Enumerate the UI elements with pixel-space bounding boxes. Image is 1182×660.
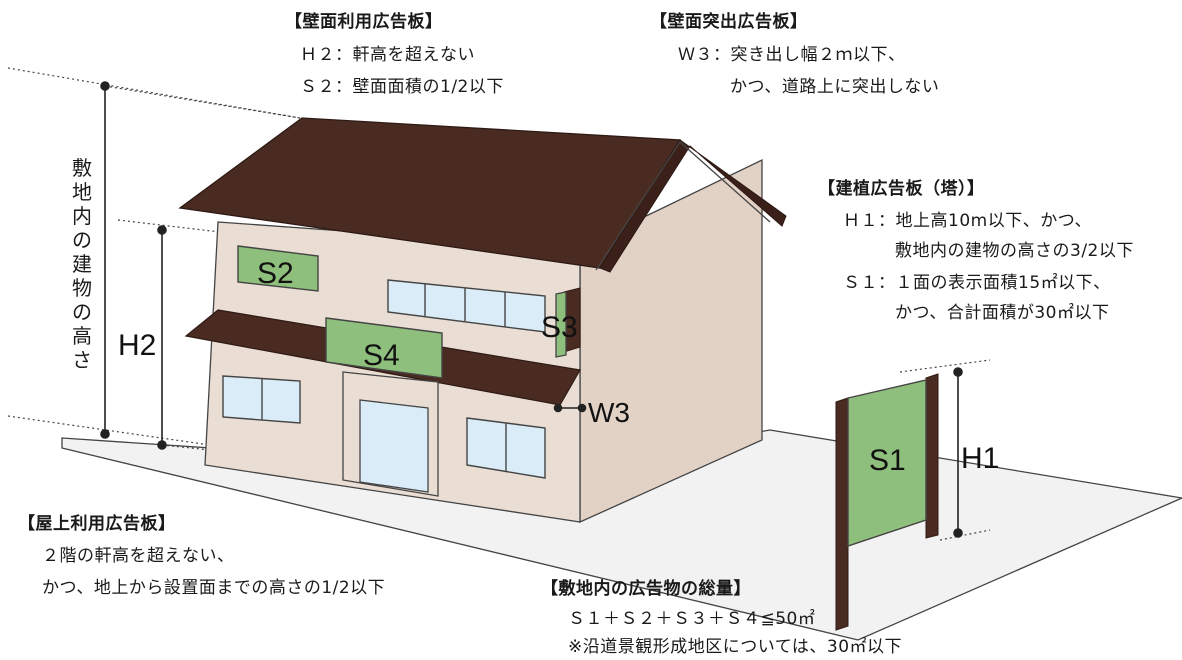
label-s1: S1 [869,444,906,477]
wall-projecting-heading: 【壁面突出広告板】 [650,12,808,32]
dim-w3 [553,403,587,413]
wall-projecting-line1: Ｗ３：突き出し幅２ｍ以下、 [678,45,906,65]
standing-line3: Ｓ１：１面の表示面積15㎡以下、 [843,273,1111,293]
wall-use-line2: Ｓ２：壁面面積の1/2以下 [300,77,504,97]
wall-use-line1: Ｈ２：軒高を超えない [300,45,475,65]
sign-s3 [555,287,581,358]
second-floor-windows [387,279,546,333]
dim-h2 [157,225,167,450]
building-height-label: 敷地内の建物の高さ [72,156,92,372]
dim-building-height [100,81,110,439]
wall-projecting-line2: かつ、道路上に突出しない [730,77,940,97]
label-s3: S3 [541,311,578,344]
standing-line4: かつ、合計面積が30㎡以下 [895,303,1110,323]
sign-s4 [325,317,443,379]
label-h1: H1 [961,442,999,475]
standing-line1: Ｈ１：地上高10m以下、かつ、 [843,211,1093,231]
label-h2: H2 [118,329,156,362]
rooftop-heading: 【屋上利用広告板】 [18,514,176,534]
dim-h1 [953,367,963,538]
standing-line2: 敷地内の建物の高さの3/2以下 [895,241,1134,261]
total-heading: 【敷地内の広告物の総量】 [541,579,751,599]
label-s2: S2 [257,257,294,290]
wall-use-heading: 【壁面利用広告板】 [285,12,443,32]
entrance-door [342,371,439,497]
rooftop-line1: ２階の軒高を超えない、 [42,546,235,566]
gable-outline [595,141,771,271]
sign-s1-structure [835,373,939,631]
ground-floor-windows [222,375,546,479]
total-line2: ※沿道景観形成地区については、30㎡以下 [568,637,903,657]
sign-s2 [237,245,319,292]
label-s4: S4 [363,339,400,372]
label-w3: W3 [588,397,630,428]
standing-heading: 【建植広告板（塔）】 [818,179,985,199]
total-line1: Ｓ１＋Ｓ２＋Ｓ３＋Ｓ４≦50㎡ [568,609,816,629]
roof-gable-edge [599,139,787,273]
rooftop-line2: かつ、地上から設置面までの高さの1/2以下 [42,578,386,598]
